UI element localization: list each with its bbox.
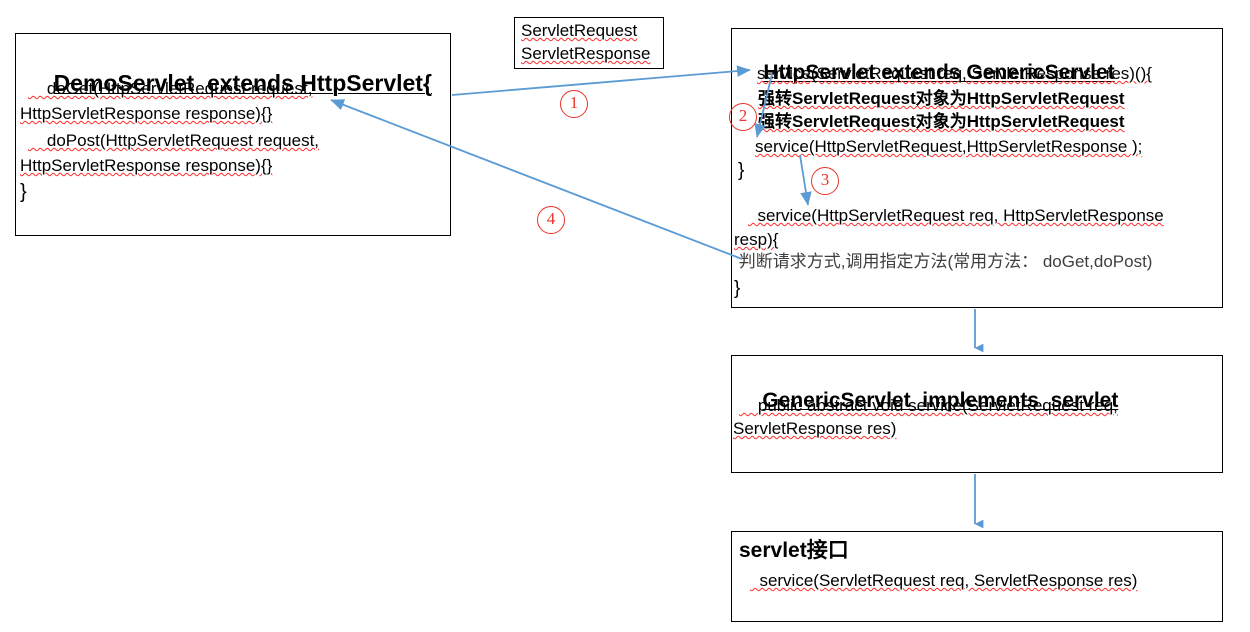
http-servlet-service2-line-b: resp){ <box>734 230 779 249</box>
demo-servlet-title-text: DemoServlet extends HttpServlet{ <box>53 69 432 96</box>
http-servlet-cast-line-2: 强转ServletRequest对象为HttpServletRequest <box>758 112 1125 131</box>
servlet-types-line-2: ServletResponse <box>521 44 651 63</box>
step-marker-1: 1 <box>560 90 588 118</box>
demo-servlet-line-3: doPost(HttpServletRequest request, <box>28 131 320 150</box>
step-marker-3: 3 <box>811 167 839 195</box>
demo-servlet-line-4: HttpServletResponse response){} <box>20 156 273 175</box>
demo-servlet-line-1: doGet(HttpServletRequest request, <box>28 79 313 98</box>
http-servlet-dispatch-note: 判断请求方式,调用指定方法(常用方法： doGet,doPost) <box>734 252 1153 271</box>
demo-servlet-line-2: HttpServletResponse response){} <box>20 104 273 123</box>
step-marker-4: 4 <box>537 206 565 234</box>
generic-servlet-title: GenericServlet implements servlet <box>739 362 1118 441</box>
generic-servlet-title-text: GenericServlet implements servlet <box>762 389 1119 413</box>
servlet-interface-box <box>731 531 1223 622</box>
servlet-types-box <box>514 17 664 69</box>
generic-servlet-line-1: public abstract void service(ServletRequ… <box>739 396 1118 415</box>
step-marker-2: 2 <box>729 103 757 131</box>
http-servlet-cast-line-1: 强转ServletRequest对象为HttpServletRequest <box>758 89 1125 108</box>
http-servlet-title: HttpServlet extends GenericServlet <box>740 34 1115 113</box>
demo-servlet-title: DemoServlet extends HttpServlet{ <box>28 40 432 127</box>
connector-1-line <box>451 65 751 96</box>
servlet-types-line-1: ServletRequest <box>521 21 638 40</box>
http-servlet-close-brace-1: } <box>738 160 745 181</box>
generic-servlet-box <box>731 355 1223 473</box>
generic-servlet-line-2: ServletResponse res) <box>733 419 897 438</box>
servlet-interface-line-1: service(ServletRequest req, ServletRespo… <box>750 571 1138 590</box>
http-servlet-title-text: HttpServlet extends GenericServlet <box>763 61 1115 85</box>
demo-servlet-line-5: } <box>20 181 27 203</box>
http-servlet-service2-line-a: service(HttpServletRequest req, HttpServ… <box>748 206 1164 225</box>
servlet-interface-title: servlet接口 <box>739 539 849 562</box>
http-servlet-close-brace-2: } <box>734 278 741 299</box>
http-servlet-service-call: service(HttpServletRequest,HttpServletRe… <box>755 137 1143 156</box>
http-servlet-service-signature: service(ServletRequest req, ServletRespo… <box>757 64 1152 83</box>
